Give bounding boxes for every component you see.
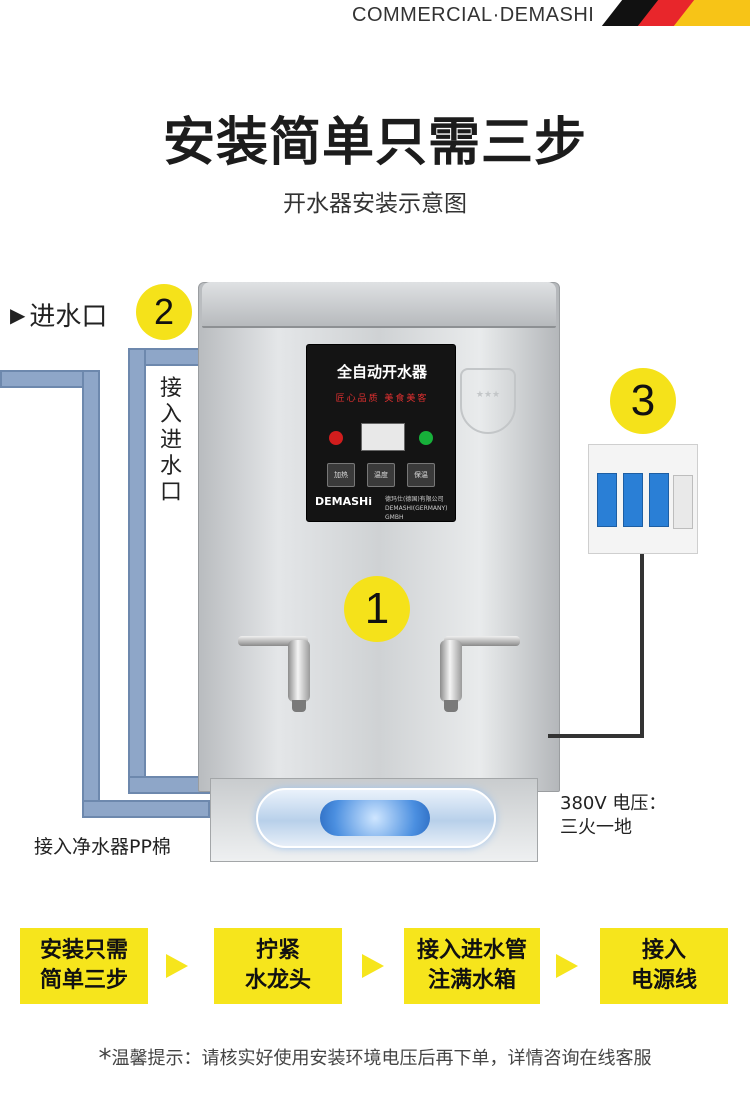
power-cable-horizontal <box>548 734 644 738</box>
filter-core-icon <box>320 800 430 836</box>
panel-slogan: 匠心品质 美食美客 <box>335 394 429 404</box>
asterisk-icon: * <box>98 1044 112 1074</box>
quality-shield-icon: ★★★ <box>460 368 516 434</box>
right-faucet-icon <box>440 640 462 702</box>
step-number-3: 3 <box>610 368 676 434</box>
left-tap-arm <box>238 636 308 646</box>
green-indicator-icon <box>419 431 433 445</box>
panel-company: 德玛仕(德国)有限公司 DEMASHI(GERMANY) GMBH <box>385 496 448 521</box>
connect-inlet-label: 接入进水口 <box>159 376 182 505</box>
pipe-inner-vertical <box>128 348 146 786</box>
heating-button: 加热 <box>327 463 355 487</box>
inlet-label-row: ▶ 进水口 <box>10 296 107 333</box>
step-box-1: 安装只需 简单三步 <box>20 928 148 1004</box>
step-box-4: 接入 电源线 <box>600 928 728 1004</box>
right-tap-tip <box>444 700 458 712</box>
panel-brand: DEMASHi <box>315 495 373 508</box>
warm-tip: *温馨提示：请核实好使用安装环境电压后再下单，详情咨询在线客服 <box>0 1044 750 1074</box>
step-number-1: 1 <box>344 576 410 642</box>
voltage-line-1: 380V 电压： <box>560 793 667 814</box>
voltage-info: 380V 电压： 三火一地 <box>560 792 666 840</box>
step-arrow-icon <box>556 954 578 978</box>
page-subtitle: 开水器安装示意图 <box>283 191 467 217</box>
step-number-2: 2 <box>136 284 192 340</box>
left-tap-tip <box>292 700 306 712</box>
inlet-label: 进水口 <box>29 302 108 332</box>
leakage-module <box>673 475 693 529</box>
left-faucet-icon <box>288 640 310 702</box>
filter-label: 接入净水器PP棉 <box>34 836 171 858</box>
power-cable-vertical <box>640 554 644 738</box>
breaker-pole-3 <box>649 473 669 527</box>
circuit-breaker <box>588 444 698 554</box>
breaker-pole-2 <box>623 473 643 527</box>
temperature-gauge <box>361 423 405 451</box>
right-tap-arm <box>444 636 520 646</box>
step-box-3: 接入进水管 注满水箱 <box>404 928 540 1004</box>
control-panel: 全自动开水器 匠心品质 美食美客 加热 温度 保温 DEMASHi 德玛仕(德国… <box>306 344 456 522</box>
red-indicator-icon <box>329 431 343 445</box>
pipe-outer-vertical <box>82 370 100 808</box>
water-heater-lid <box>202 282 556 328</box>
temperature-button: 温度 <box>367 463 395 487</box>
brand-text: COMMERCIAL·DEMASHI <box>352 4 595 26</box>
pipe-outer-bottom <box>82 800 210 818</box>
page-title: 安装简单只需三步 <box>162 113 587 173</box>
step-box-2: 拧紧 水龙头 <box>214 928 342 1004</box>
play-arrow-icon: ▶ <box>10 302 26 327</box>
tip-text: 温馨提示：请核实好使用安装环境电压后再下单，详情咨询在线客服 <box>111 1048 652 1069</box>
voltage-line-2: 三火一地 <box>560 817 632 838</box>
step-arrow-icon <box>166 954 188 978</box>
breaker-pole-1 <box>597 473 617 527</box>
step-arrow-icon <box>362 954 384 978</box>
panel-title: 全自动开水器 <box>336 363 427 381</box>
insulation-button: 保温 <box>407 463 435 487</box>
